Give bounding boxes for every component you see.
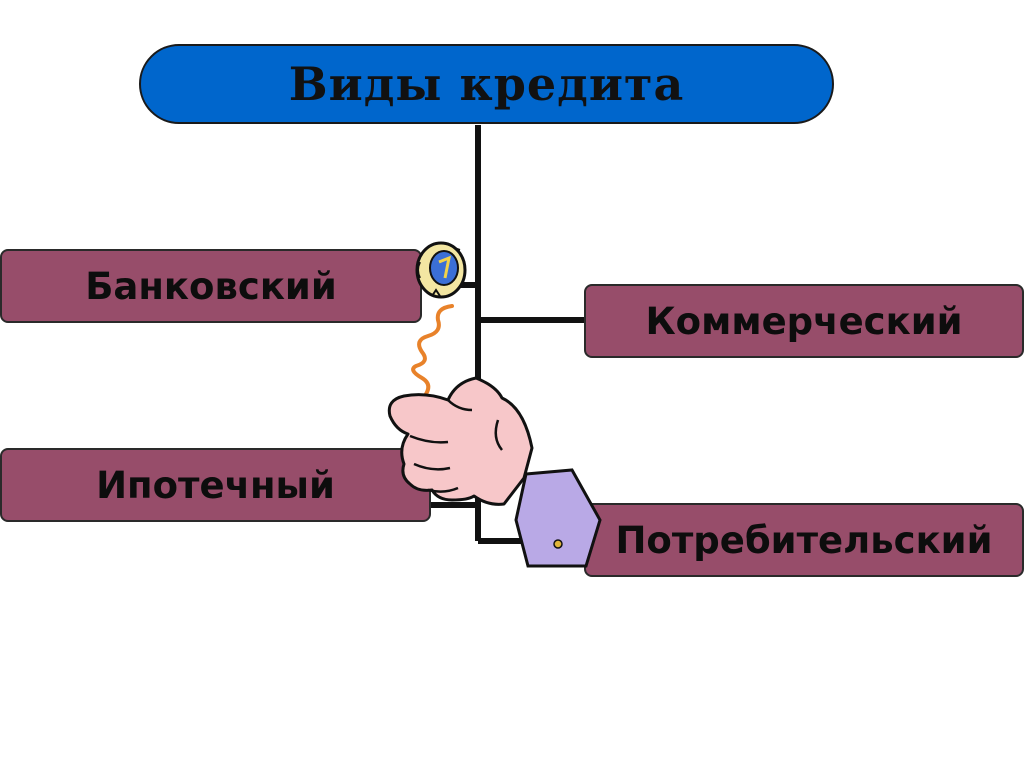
coin-icon xyxy=(417,243,465,297)
motion-swirl xyxy=(413,306,452,408)
hand xyxy=(389,378,532,504)
sleeve-cuff xyxy=(516,470,600,566)
